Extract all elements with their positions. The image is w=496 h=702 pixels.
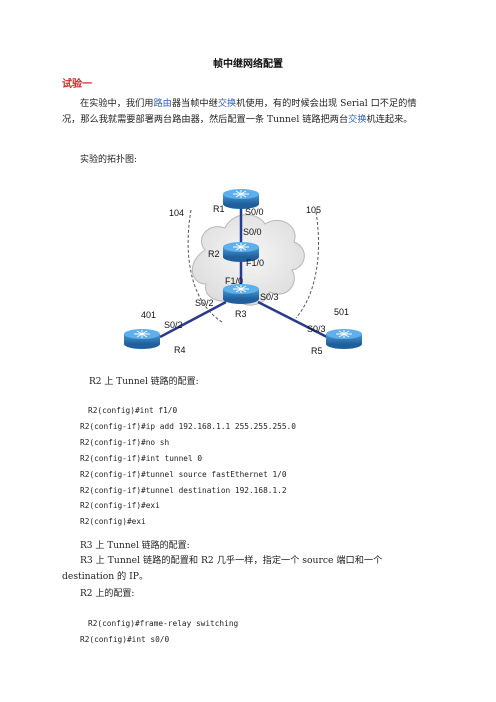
link-r3-r4 [159,300,227,339]
link-r3-r5 [257,300,328,339]
code-line: R2(config-if)#tunnel source fastEthernet… [80,469,287,479]
code-line: R2(config-if)#tunnel destination 192.168… [80,485,287,495]
dlci-104: 104 [169,208,184,218]
switch-link-2[interactable]: 交换 [348,113,367,125]
switch-link-1[interactable]: 交换 [217,98,237,109]
label-r3: R3 [235,309,247,319]
label-r4: R4 [174,345,186,355]
r3-tunnel-note: R3 上 Tunnel 链路的配置和 R2 几乎一样，指定一个 source 端… [62,555,383,582]
code-line: R2(config-if)#int tunnel 0 [80,453,203,463]
port-r5-s03: S0/3 [307,324,326,334]
dlci-105-curve [295,211,320,319]
code-line: R2(config-if)#no sh [80,437,170,447]
router-r3-icon[interactable] [223,284,259,304]
document-title: 帧中继网络配置 [213,59,283,70]
intro-text-4: 机连起来。 [366,113,413,125]
router-r5-icon[interactable] [326,329,362,349]
port-r2-s00: S0/0 [243,227,262,237]
r2-tunnel-heading: R2 上 Tunnel 链路的配置: [89,377,199,387]
topology-caption: 实验的拓扑图: [80,155,138,165]
code-line: R2(config)#frame-relay switching [88,619,239,628]
code-line: R2(config-if)#exi [80,501,160,511]
label-r5: R5 [311,346,323,356]
intro-text-3: 机使用，有的时候会出现 Serial 口不足的情况，那么我就需要部署两台路由器，… [62,98,417,125]
code-line: R2(config)#exi [80,517,146,527]
intro-text-2: 器当帧中继 [171,98,218,109]
code-line: R2(config-if)#ip add 192.168.1.1 255.255… [80,421,296,431]
router-r1-icon[interactable] [223,189,259,209]
code-line: R2(config)#int f1/0 [88,406,178,415]
r2-config-heading: R2 上的配置: [80,589,135,599]
router-r4-icon[interactable] [124,329,160,349]
intro-text-1: 在实验中，我们用 [80,98,154,109]
dlci-501: 501 [334,307,349,317]
label-r2: R2 [208,249,220,259]
port-r4-s02: S0/2 [164,320,183,330]
port-r2-f10: F1/0 [246,258,264,268]
router-r2-icon[interactable] [223,242,259,262]
port-r1-s00: S0/0 [245,207,264,217]
label-r1: R1 [213,204,225,214]
intro-paragraph: 在实验中，我们用路由器当帧中继交换机使用，有的时候会出现 Serial 口不足的… [62,96,434,127]
port-r3-s02: S0/2 [195,298,214,308]
section-heading: 试验一 [62,79,92,90]
port-r3-f10: F1/0 [225,276,243,286]
code-line: R2(config)#int s0/0 [80,634,170,644]
router-link[interactable]: 路由 [153,98,172,109]
dlci-105: 105 [306,205,321,215]
port-r3-s03: S0/3 [260,292,279,302]
dlci-401: 401 [141,310,156,320]
r3-tunnel-heading: R3 上 Tunnel 链路的配置: [80,541,190,551]
